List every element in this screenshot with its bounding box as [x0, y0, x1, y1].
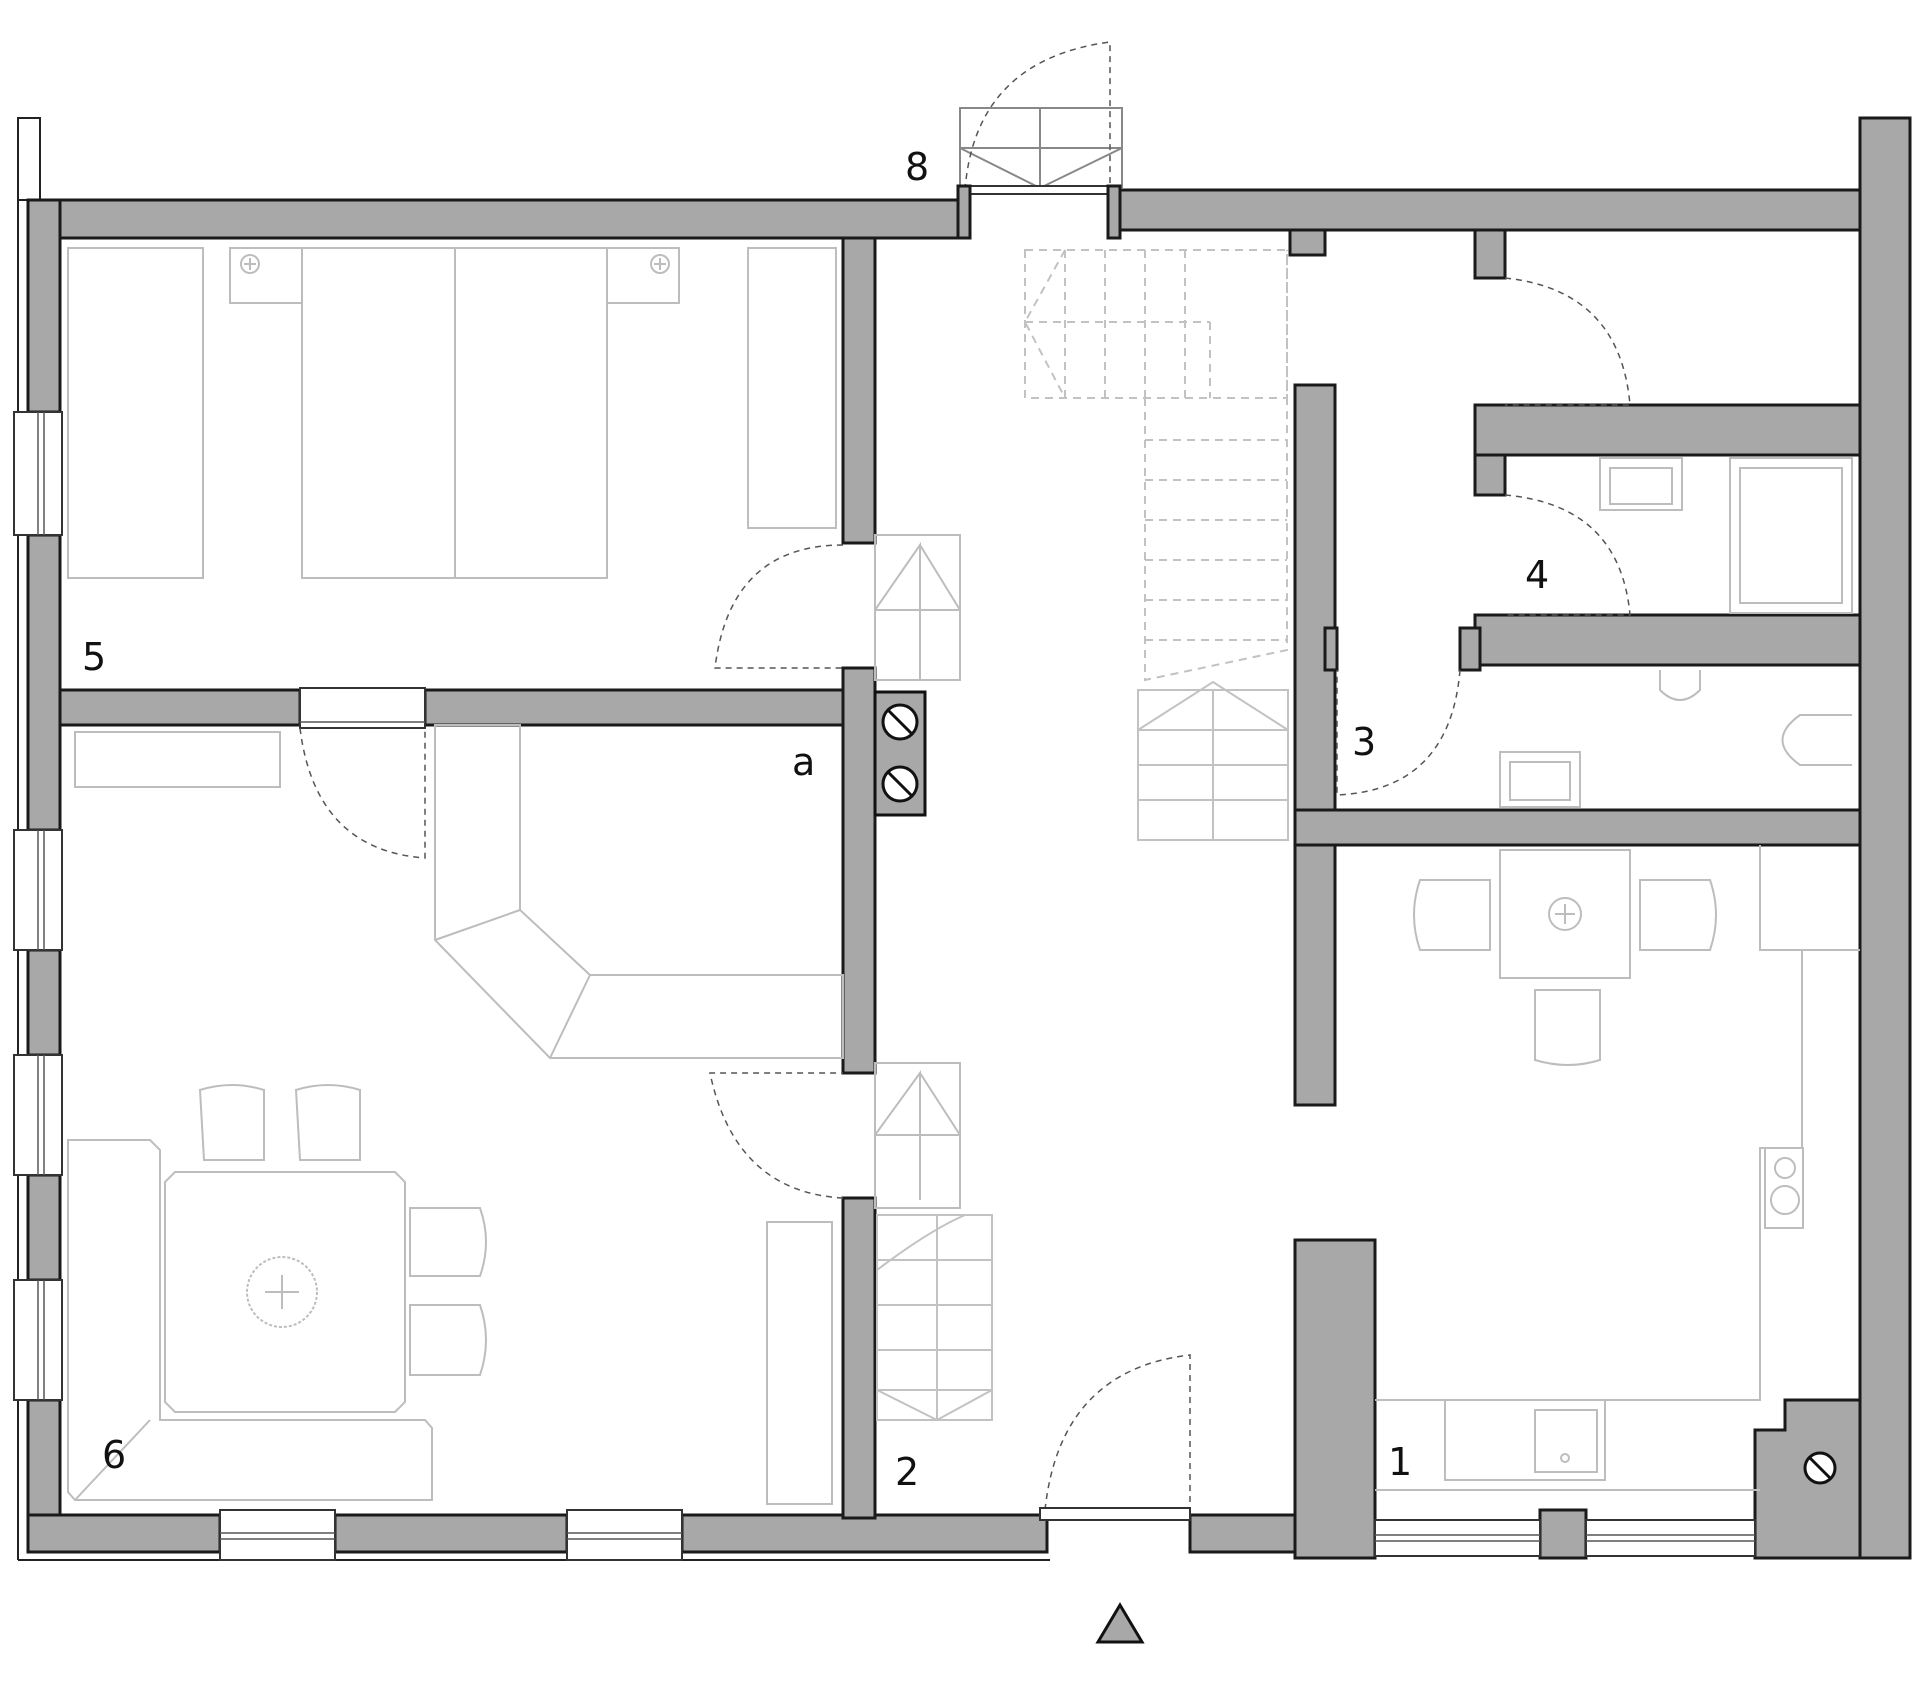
door-top-swing [964, 41, 1111, 191]
kitchen-chair-2 [1639, 879, 1717, 951]
wall-left-4 [26, 1173, 62, 1282]
chair-3 [409, 1207, 487, 1277]
windows [13, 411, 1756, 1561]
kitchen-table [1499, 849, 1631, 979]
label-room-6: 6 [102, 1433, 126, 1477]
wall-partition-left [58, 688, 302, 727]
circle-slash-icon [881, 703, 919, 741]
chair-2 [294, 1084, 361, 1161]
door-bedroom-swing [714, 544, 844, 669]
chair-1 [198, 1084, 265, 1161]
single-bed [67, 247, 204, 579]
table-lamp [246, 1256, 318, 1328]
door-storage-swing [1504, 277, 1631, 406]
staircase-small [876, 1214, 993, 1422]
bathroom-fixtures [1499, 457, 1853, 808]
bedroom-furniture [67, 247, 837, 579]
wall-bottom-3 [680, 1513, 1049, 1554]
door-front-swing [1044, 1354, 1191, 1511]
window-left-3 [13, 1054, 63, 1176]
wall-partition-right [423, 688, 847, 727]
wall-bottom-right-block [1753, 1398, 1862, 1560]
wall-bottom-1 [26, 1513, 222, 1554]
door-partition-swing [299, 727, 426, 859]
living-furniture [67, 724, 844, 1505]
flues [881, 703, 1837, 1485]
wall-bath-5 [1323, 626, 1339, 672]
wall-central-3 [841, 1196, 877, 1520]
wall-core-pillar-top [1288, 228, 1327, 257]
wall-core-horizontal [1293, 808, 1862, 847]
wall-right [1858, 116, 1912, 1560]
kitchen-chair-3 [1534, 989, 1601, 1066]
triangle-icon [1095, 1602, 1145, 1644]
window-kitchen-2 [1585, 1519, 1756, 1557]
wc-sink [1499, 751, 1581, 808]
wardrobe [747, 247, 837, 529]
kitchen-sink [1444, 1399, 1606, 1481]
door-front-threshold [1039, 1507, 1191, 1521]
wall-bath-2 [1473, 403, 1862, 457]
dining-bench [67, 1139, 433, 1501]
outer-edge-left [17, 117, 41, 201]
wall-bottom-pillar [1538, 1508, 1588, 1560]
label-room-8: 8 [905, 145, 929, 189]
hall-shoe-cabinets [874, 534, 961, 1209]
label-room-2: 2 [895, 1450, 919, 1494]
toilet [1781, 714, 1852, 766]
label-room-1: 1 [1388, 1440, 1412, 1484]
wall-bottom-5 [1293, 1238, 1377, 1560]
wall-core-vertical [1293, 383, 1337, 1107]
label-room-5: 5 [82, 635, 106, 679]
door-bath-swing [1504, 494, 1631, 616]
kitchen-furniture [1375, 845, 1860, 1491]
wall-left-1 [26, 198, 62, 414]
wall-bottom-4 [1188, 1513, 1297, 1554]
room-labels: 8 5 a 4 3 6 2 1 [82, 145, 1549, 1494]
staircase-main [1023, 249, 1289, 841]
wall-top-left [26, 198, 970, 240]
circle-slash-icon [1803, 1451, 1837, 1485]
doors [299, 41, 1631, 1521]
cooktop [1764, 1147, 1804, 1229]
nightstand-left [229, 247, 303, 304]
wall-central-1 [841, 236, 877, 545]
wall-bath-6 [1458, 626, 1482, 672]
door-frame-partition [299, 687, 426, 729]
corner-sofa [434, 724, 844, 1059]
chair-4 [409, 1304, 487, 1376]
kitchen-chair-1 [1413, 879, 1491, 951]
window-kitchen-1 [1374, 1519, 1541, 1557]
label-room-3: 3 [1352, 720, 1376, 764]
window-left-4 [13, 1279, 63, 1401]
door-wc-swing [1336, 669, 1461, 796]
wall-top-right [1108, 188, 1912, 232]
wall-left-2 [26, 533, 62, 832]
window-left-2 [13, 829, 63, 951]
door-top-threshold [957, 185, 1115, 195]
sideboard [74, 731, 281, 788]
wall-bottom-2 [333, 1513, 569, 1554]
label-chimney-a: a [792, 740, 815, 784]
bath-sink [1599, 457, 1683, 511]
nightstand-right [606, 247, 680, 304]
window-left-1 [13, 411, 63, 536]
dining-table [164, 1171, 406, 1413]
wall-bath-4 [1473, 613, 1862, 667]
shower [1729, 457, 1853, 614]
wall-bath-1 [1473, 228, 1507, 280]
wall-left-3 [26, 948, 62, 1057]
wall-bath-3 [1473, 453, 1507, 497]
bidet [1659, 670, 1701, 701]
low-cabinet [766, 1221, 833, 1505]
circle-slash-icon [881, 765, 919, 803]
door-living-swing [709, 1072, 844, 1199]
window-bottom-2 [566, 1509, 683, 1561]
wall-central-2 [841, 666, 877, 1075]
label-room-4: 4 [1525, 553, 1549, 597]
window-bottom-1 [219, 1509, 336, 1561]
